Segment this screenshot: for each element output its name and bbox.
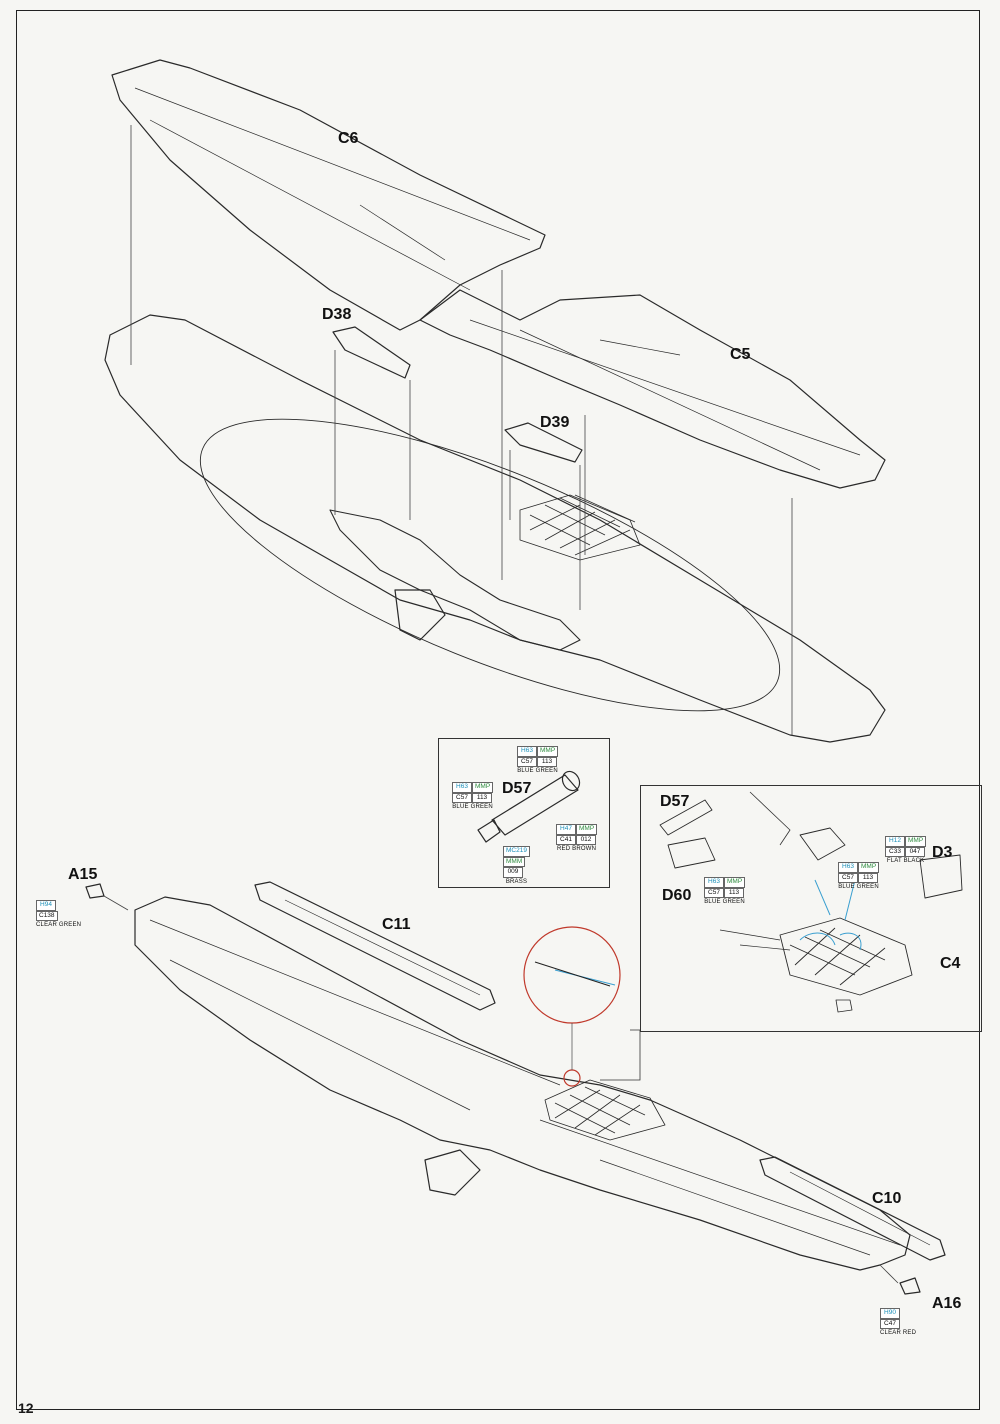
label-c6: C6 — [338, 130, 359, 147]
grid-c4-top — [519, 494, 641, 561]
label-d57-inset: D57 — [660, 793, 690, 810]
label-c5: C5 — [730, 346, 751, 363]
paint-callout-a16: H90 C47 CLEAR RED — [880, 1308, 917, 1336]
paint-callout-a15: H94 C138 CLEAR GREEN — [36, 900, 82, 928]
label-a16: A16 — [932, 1295, 962, 1312]
label-d38: D38 — [322, 306, 352, 323]
label-c4: C4 — [940, 955, 961, 972]
label-a15: A15 — [68, 866, 98, 883]
a16-tip — [899, 1277, 921, 1295]
label-d60: D60 — [662, 887, 692, 904]
grid-c4-bottom — [544, 1079, 666, 1141]
label-c10: C10 — [872, 1190, 902, 1207]
d57-part-drawing — [477, 770, 581, 843]
detail-magnifier — [523, 926, 621, 1024]
label-d57-detail: D57 — [502, 780, 532, 797]
d38-panel — [332, 326, 411, 379]
a15-tip — [85, 883, 105, 899]
page-frame — [16, 10, 980, 1410]
label-d39: D39 — [540, 414, 570, 431]
page-number: 12 — [18, 1400, 34, 1416]
upper-wing-c6-outline — [111, 59, 546, 331]
d39-panel — [504, 422, 583, 463]
c4-inset-drawing — [659, 799, 963, 996]
paint-callout-d57-brass: MC219 MMM 009 BRASS — [503, 846, 530, 885]
lower-wing-outline — [104, 314, 886, 743]
d57-detail-box — [438, 738, 610, 888]
label-d3: D3 — [932, 844, 953, 861]
wheel-well — [329, 509, 581, 651]
c11-flap — [254, 881, 496, 1011]
c10-flap — [759, 1156, 946, 1261]
lower-wing-ellipse — [199, 418, 781, 712]
label-c11: C11 — [382, 916, 411, 933]
c4-detail-box — [640, 785, 982, 1032]
upper-wing-center — [419, 289, 886, 489]
